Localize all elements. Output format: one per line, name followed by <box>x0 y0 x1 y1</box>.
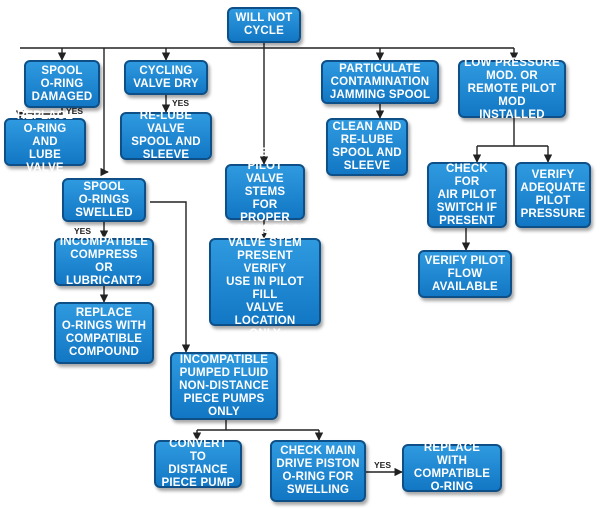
node-check-air-pilot-switch: CHECK FOR AIR PILOT SWITCH IF PRESENT <box>427 162 507 228</box>
yes-label: YES <box>74 226 92 236</box>
node-check-pilot-valve-stems: CHECK PILOT VALVE STEMS FOR PROPER LENGT… <box>225 147 305 237</box>
node-verify-pilot-flow: VERIFY PILOT FLOW AVAILABLE <box>418 250 512 298</box>
node-relube-valve-spool: RE-LUBE VALVE SPOOL AND SLEEVE <box>120 110 212 161</box>
yes-label: YES <box>374 460 392 470</box>
edge-spool-replace <box>15 108 63 119</box>
bus-line <box>20 42 514 49</box>
node-verify-adequate-pressure: VERIFY ADEQUATE PILOT PRESSURE <box>515 162 591 228</box>
node-replace-compatible-oring: REPLACE WITH COMPATIBLE O-RING <box>402 442 502 493</box>
node-low-pressure-mod: LOW PRESSURE MOD. OR REMOTE PILOT MOD IN… <box>458 57 566 121</box>
node-spool-oring-damaged: SPOOL O-RING DAMAGED <box>24 60 100 108</box>
edge-fluid-bottom <box>197 420 319 431</box>
edge-swelled-fluid <box>150 201 191 353</box>
node-spool-orings-swelled: SPOOL O-RINGS SWELLED <box>62 178 146 222</box>
edge-root-swelled <box>100 48 109 177</box>
node-cycling-valve-dry: CYCLING VALVE DRY <box>124 60 208 95</box>
node-convert-distance-piece: CONVERT TO DISTANCE PIECE PUMP <box>154 438 242 489</box>
node-replace-orings-compatible-compound: REPLACE O-RINGS WITH COMPATIBLE COMPOUND <box>54 302 154 364</box>
node-will-not-cycle: WILL NOT CYCLE <box>227 7 301 43</box>
node-replace-oring-lube-valve: REPLACE O-RING AND LUBE VALVE <box>4 110 86 174</box>
yes-label: YES <box>66 106 84 116</box>
node-clean-relube: CLEAN AND RE-LUBE SPOOL AND SLEEVE <box>326 118 408 176</box>
edge-lowpressure-branch <box>477 118 548 147</box>
yes-label: YES <box>172 98 190 108</box>
node-if-17385-pilot: IF 17385 PILOT VALVE STEM PRESENT VERIFY… <box>209 224 321 340</box>
node-particulate-contamination: PARTICULATE CONTAMINATION JAMMING SPOOL <box>321 60 439 104</box>
node-incompatible-compress: INCOMPATIBLE COMPRESS OR LUBRICANT? <box>54 236 154 287</box>
node-incompatible-pumped-fluid: INCOMPATIBLE PUMPED FLUID NON-DISTANCE P… <box>170 352 278 420</box>
node-check-main-drive-piston: CHECK MAIN DRIVE PISTON O-RING FOR SWELL… <box>270 440 366 502</box>
